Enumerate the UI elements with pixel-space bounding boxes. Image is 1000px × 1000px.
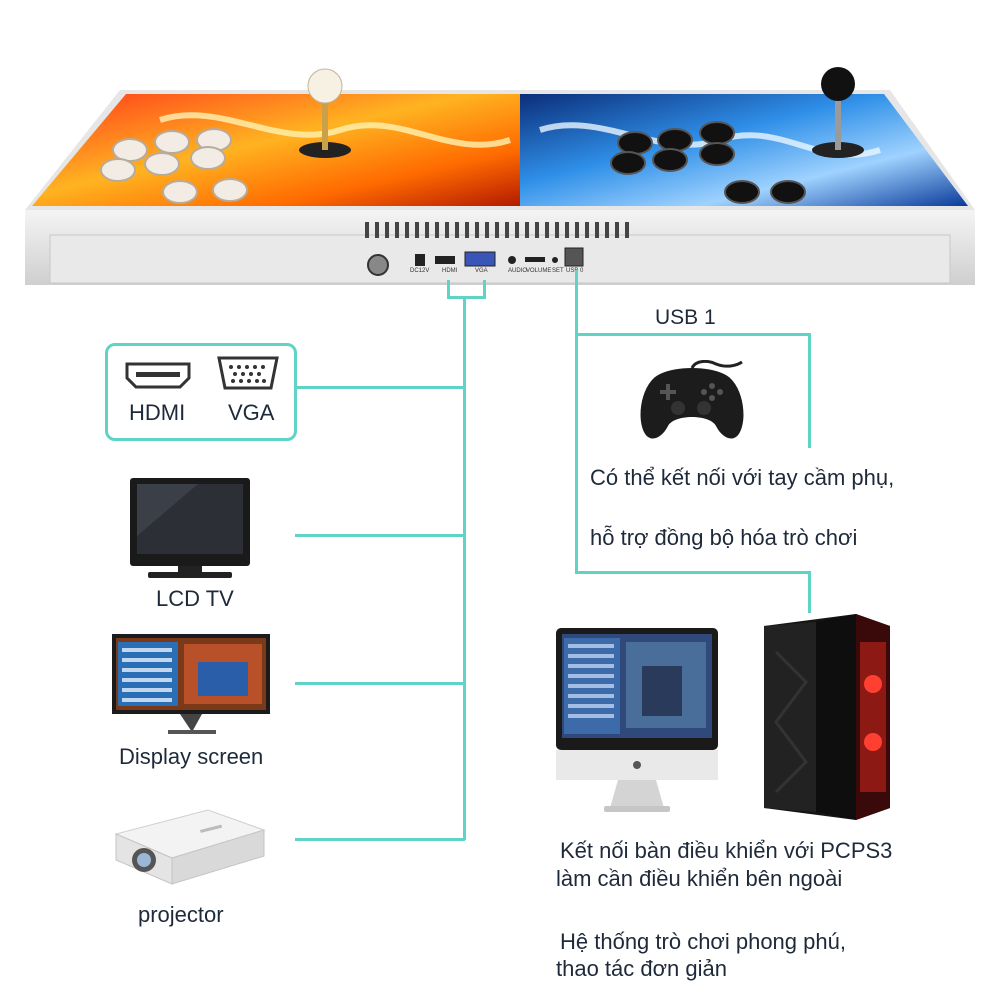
pc-text-line4: thao tác đơn giản [556, 956, 727, 981]
vga-port-icon [217, 356, 279, 390]
hdmi-port-icon [125, 362, 191, 389]
hdmi-label: HDMI [129, 400, 186, 425]
display-screen-label: Display screen [119, 744, 264, 769]
pc-text-line1: Kết nối bàn điều khiển với PCPS3 [560, 838, 893, 863]
gamepad-image [640, 360, 744, 439]
port-label-audio: AUDIO [508, 268, 528, 274]
video-output-box: HDMI VGA [105, 343, 297, 441]
port-label-set: SET [552, 268, 564, 274]
lcd-tv-image [130, 478, 250, 578]
port-label-dc: DC12V [410, 268, 430, 274]
tower-pc-image [764, 614, 890, 820]
imac-image [556, 628, 718, 812]
arcade-console-illustration [25, 67, 975, 285]
display-screen-image [112, 634, 270, 734]
port-label-vga: VGA [475, 268, 488, 274]
port-labels: DC12V HDMI VGA AUDIO VOLUME SET USB 0 [400, 268, 600, 278]
arcade-console [20, 60, 980, 290]
pc-text-line2: làm cần điều khiển bên ngoài [556, 866, 843, 891]
port-label-volume: VOLUME [526, 268, 552, 274]
vga-label: VGA [228, 400, 275, 425]
gamepad-text-line2: hỗ trợ đồng bộ hóa trò chơi [590, 525, 858, 550]
lcd-tv-label: LCD TV [156, 586, 234, 611]
projector-image [114, 809, 266, 885]
port-label-usb0: USB 0 [566, 268, 584, 274]
pc-text-line3: Hệ thống trò chơi phong phú, [560, 929, 846, 954]
usb1-label: USB 1 [655, 306, 716, 329]
projector-label: projector [138, 902, 224, 927]
port-label-hdmi: HDMI [442, 268, 458, 274]
gamepad-text-line1: Có thể kết nối với tay cầm phụ, [590, 465, 895, 490]
